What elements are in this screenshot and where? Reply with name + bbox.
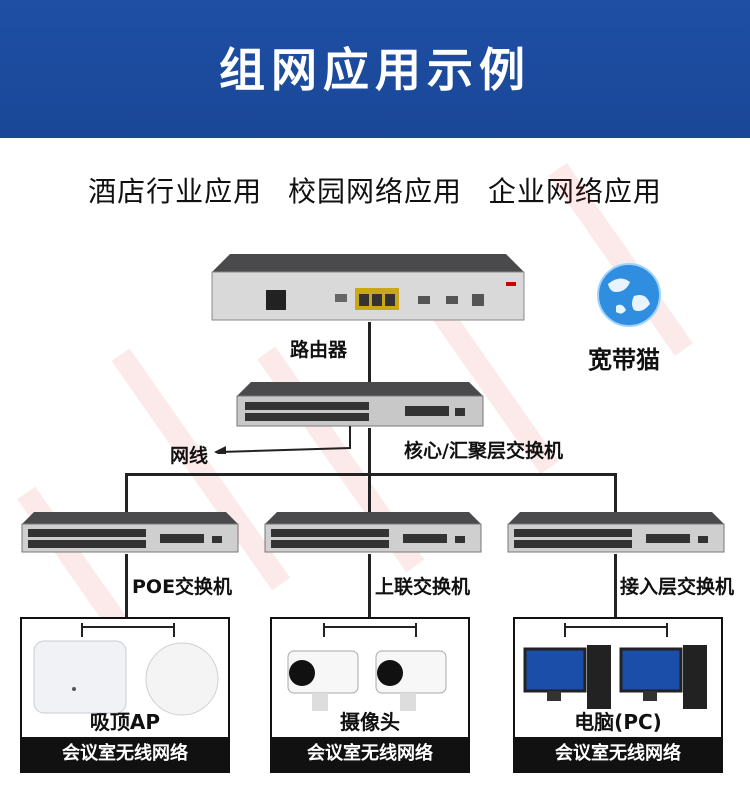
core-switch-label: 核心/汇聚层交换机 bbox=[404, 440, 563, 462]
poe-switch-label: POE交换机 bbox=[132, 576, 233, 598]
page-header: 组网应用示例 bbox=[0, 0, 750, 138]
router-icon bbox=[211, 254, 525, 321]
poe-box-link bbox=[125, 554, 128, 620]
router-core-link bbox=[368, 322, 371, 382]
drop-right bbox=[614, 473, 617, 513]
uplink-box-link bbox=[368, 554, 371, 620]
camera-label: 摄像头 bbox=[340, 710, 400, 734]
poe-switch-icon bbox=[21, 512, 239, 553]
pc-caption: 会议室无线网络 bbox=[515, 737, 721, 771]
access-switch-icon bbox=[507, 512, 725, 553]
subtitle-hotel: 酒店行业应用 bbox=[88, 175, 263, 208]
pc-group-box: 电脑(PC) 会议室无线网络 bbox=[513, 617, 723, 773]
pc-icon bbox=[523, 623, 707, 709]
ap-caption: 会议室无线网络 bbox=[22, 737, 228, 771]
arrow-icon bbox=[214, 426, 351, 454]
switch-icon bbox=[236, 382, 484, 427]
ap-label: 吸顶AP bbox=[89, 710, 161, 734]
camera-group-box: 摄像头 会议室无线网络 bbox=[270, 617, 470, 773]
drop-left bbox=[125, 473, 128, 513]
pc-label: 电脑(PC) bbox=[574, 710, 662, 734]
core-down-link bbox=[368, 428, 371, 474]
access-box-link bbox=[614, 554, 617, 620]
page-title: 组网应用示例 bbox=[219, 43, 531, 97]
router-label: 路由器 bbox=[290, 339, 348, 361]
access-point-icon bbox=[33, 623, 219, 716]
camera-icon bbox=[287, 623, 447, 711]
globe-icon bbox=[597, 263, 661, 327]
uplink-switch-label: 上联交换机 bbox=[375, 576, 471, 598]
cable-label: 网线 bbox=[170, 445, 209, 467]
access-switch-label: 接入层交换机 bbox=[620, 576, 735, 598]
uplink-switch-icon bbox=[264, 512, 482, 553]
drop-mid bbox=[368, 473, 371, 513]
subtitle-enterprise: 企业网络应用 bbox=[487, 175, 662, 208]
camera-caption: 会议室无线网络 bbox=[272, 737, 468, 771]
subtitle-campus: 校园网络应用 bbox=[287, 175, 462, 208]
broadband-label: 宽带猫 bbox=[588, 346, 660, 374]
ap-group-box: 吸顶AP 会议室无线网络 bbox=[20, 617, 230, 773]
application-subtitle: 酒店行业应用 校园网络应用 企业网络应用 bbox=[0, 170, 750, 210]
